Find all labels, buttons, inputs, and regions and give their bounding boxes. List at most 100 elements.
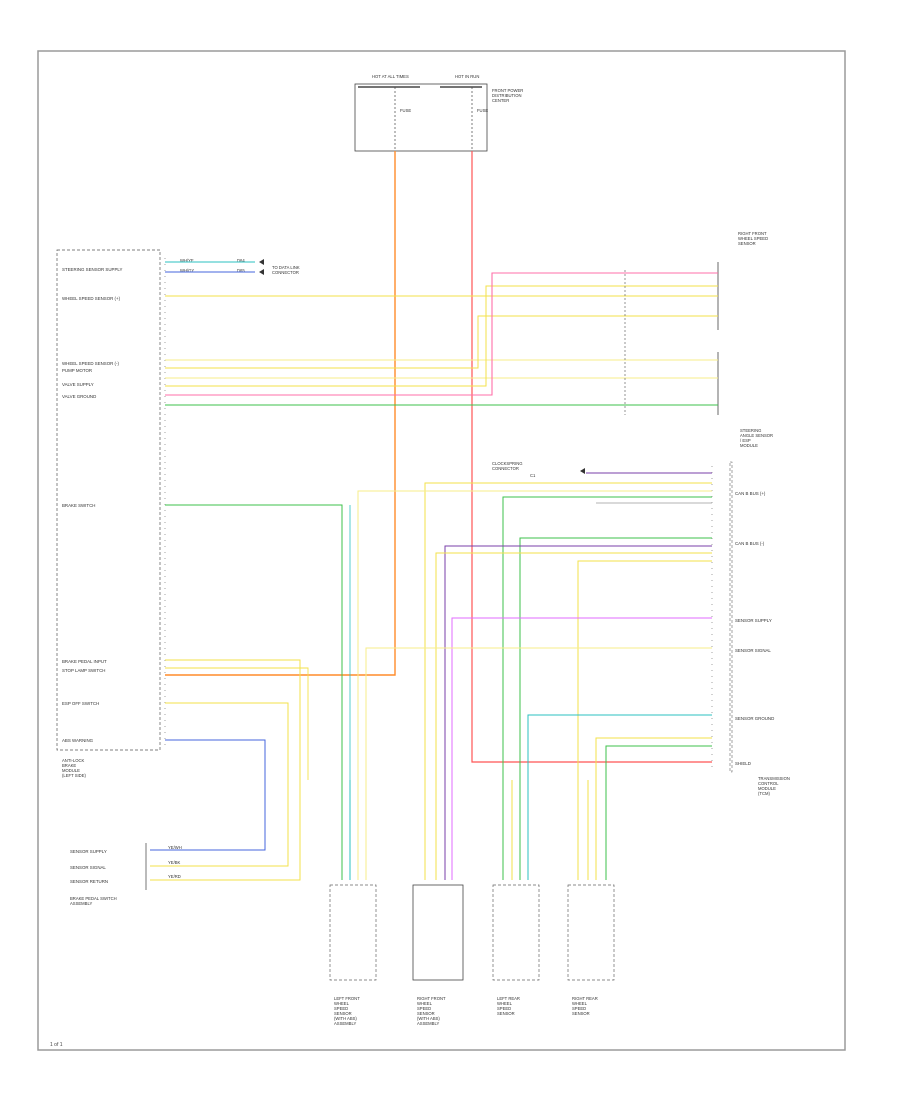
left-pin-label-10: ESP OFF SWITCH bbox=[62, 701, 99, 706]
bottom-sensor-2-name-4: SENSOR bbox=[417, 1011, 435, 1016]
bottom-sensor-3-name-1: LEFT REAR bbox=[497, 996, 520, 1001]
wire-rm-7 bbox=[444, 545, 712, 780]
wire-rm-9 bbox=[577, 560, 712, 780]
bottom-sensor-3-name-3: SPEED bbox=[497, 1006, 511, 1011]
right-front-sensor-name-2: WHEEL SPEED bbox=[738, 236, 768, 241]
left-bottom-module-name-2: ASSEMBLY bbox=[70, 901, 92, 906]
right-pin-label-6: SHIELD bbox=[735, 761, 751, 766]
lower-right-module-name-2: CONTROL bbox=[758, 781, 779, 786]
left-pin-label-3: WHEEL SPEED SENSOR (-) bbox=[62, 361, 119, 366]
center-connector: CLOCKSPRING CONNECTOR C1 bbox=[492, 461, 585, 478]
left-pin-label-1: STEERING SENSOR SUPPLY bbox=[62, 267, 122, 272]
right-front-sensor-name-1: RIGHT FRONT bbox=[738, 231, 767, 236]
right-pin-label-3: SENSOR SUPPLY bbox=[735, 618, 772, 623]
bottom-sensor-4-name-2: WHEEL bbox=[572, 1001, 588, 1006]
bottom-sensor-4-name-3: SPEED bbox=[572, 1006, 586, 1011]
wire-wss-minus-2 bbox=[165, 285, 718, 387]
bottom-sensor-1-name-4: SENSOR bbox=[334, 1011, 352, 1016]
right-module: STEERING ANGLE SENSOR / ESP MODULE CAN B… bbox=[711, 428, 774, 773]
bottom-sensor-1-box bbox=[329, 884, 377, 981]
fuse-box-location-3: CENTER bbox=[492, 98, 509, 103]
left-pin-label-8: BRAKE PEDAL INPUT bbox=[62, 659, 107, 664]
left-module-outline bbox=[56, 249, 161, 751]
bottom-sensor-3: LEFT REAR WHEEL SPEED SENSOR bbox=[492, 884, 540, 1016]
right-front-sensor: RIGHT FRONT WHEEL SPEED SENSOR bbox=[717, 231, 768, 415]
wire-fuse1-feed bbox=[165, 151, 396, 676]
lower-right-module-name-3: MODULE bbox=[758, 786, 776, 791]
bottom-sensor-2-name-6: ASSEMBLY bbox=[417, 1021, 439, 1026]
left-pin-label-2: WHEEL SPEED SENSOR (+) bbox=[62, 296, 121, 301]
lower-right-module-name-4: (TCM) bbox=[758, 791, 770, 796]
gateway-to-label-1: TO DATA LINK bbox=[272, 265, 300, 270]
bottom-sensor-4-box bbox=[567, 884, 615, 981]
gateway-wire-code-1: WH/YE bbox=[180, 258, 194, 263]
fuse-box-header-1: HOT AT ALL TIMES bbox=[372, 74, 409, 79]
left-pin-label-4: PUMP MOTOR bbox=[62, 368, 92, 373]
wire-rm-2 bbox=[424, 482, 712, 780]
gateway-circuit-2: D65 bbox=[237, 268, 245, 273]
left-bottom-pin-label-2: SENSOR SIGNAL bbox=[70, 865, 106, 870]
bottom-sensor-3-box bbox=[492, 884, 540, 981]
wire-pump-motor bbox=[165, 272, 718, 396]
left-module-name-4: (LEFT SIDE) bbox=[62, 773, 86, 778]
fuse-box: HOT AT ALL TIMES HOT IN RUN FUSE FUSE FR… bbox=[354, 74, 523, 152]
fuse-box-header-2: HOT IN RUN bbox=[455, 74, 479, 79]
fuse-box-outline bbox=[354, 83, 488, 152]
wire-rm-4 bbox=[502, 496, 712, 780]
right-module-name-1: STEERING bbox=[740, 428, 761, 433]
left-pin-label-7: BRAKE SWITCH bbox=[62, 503, 95, 508]
wire-rm-3 bbox=[357, 490, 712, 780]
page-frame bbox=[37, 50, 846, 1051]
left-bottom-wire-code-3: YE/RD bbox=[168, 874, 181, 879]
bottom-sensor-2-name-1: RIGHT FRONT bbox=[417, 996, 446, 1001]
right-module-name-3: / ESP bbox=[740, 438, 751, 443]
right-module-outline bbox=[729, 461, 733, 773]
wire-rm-8 bbox=[435, 552, 712, 780]
bottom-sensor-2-name-5: (WITH ABS) bbox=[417, 1016, 440, 1021]
left-bottom-pin-label-3: SENSOR RETURN bbox=[70, 879, 108, 884]
bottom-sensor-1: LEFT FRONT WHEEL SPEED SENSOR (WITH ABS)… bbox=[329, 884, 377, 1026]
wire-esp-off bbox=[150, 702, 289, 867]
fuse-2-label: FUSE bbox=[477, 108, 488, 113]
fuse-box-location-2: DISTRIBUTION bbox=[492, 93, 522, 98]
bottom-sensor-4-name-1: RIGHT REAR bbox=[572, 996, 598, 1001]
wire-rm-10 bbox=[451, 617, 712, 780]
gateway-wire-code-2: WH/GY bbox=[180, 268, 194, 273]
left-module: STEERING SENSOR SUPPLY WHEEL SPEED SENSO… bbox=[56, 249, 166, 778]
center-connector-name-3: C1 bbox=[530, 473, 536, 478]
center-connector-name-2: CONNECTOR bbox=[492, 466, 519, 471]
gateway-arrow-1 bbox=[259, 259, 264, 265]
wire-brake-pedal bbox=[150, 659, 301, 881]
left-bottom-module: SENSOR SUPPLY SENSOR SIGNAL SENSOR RETUR… bbox=[70, 843, 182, 906]
lower-right-module-name-1: TRANSMISSION bbox=[758, 776, 790, 781]
right-front-sensor-name-3: SENSOR bbox=[738, 241, 756, 246]
wire-abs-warning bbox=[150, 739, 266, 851]
wire-stop-lamp bbox=[165, 667, 309, 780]
left-pin-label-9: STOP LAMP SWITCH bbox=[62, 668, 105, 673]
bottom-sensor-2: RIGHT FRONT WHEEL SPEED SENSOR (WITH ABS… bbox=[412, 884, 464, 1026]
center-connector-name-1: CLOCKSPRING bbox=[492, 461, 522, 466]
left-pin-label-11: ABS WARNING bbox=[62, 738, 94, 743]
right-pin-label-5: SENSOR GROUND bbox=[735, 716, 774, 721]
bottom-sensor-1-name-2: WHEEL bbox=[334, 1001, 350, 1006]
left-module-name-3: MODULE bbox=[62, 768, 80, 773]
bottom-sensor-1-name-5: (WITH ABS) bbox=[334, 1016, 357, 1021]
page-number: 1 of 1 bbox=[50, 1042, 63, 1048]
bottom-sensor-4: RIGHT REAR WHEEL SPEED SENSOR bbox=[567, 884, 615, 1016]
bottom-sensor-4-name-4: SENSOR bbox=[572, 1011, 590, 1016]
left-pin-label-5: VALVE SUPPLY bbox=[62, 382, 94, 387]
fuse-box-location-1: FRONT POWER bbox=[492, 88, 523, 93]
wire-wss-plus-2 bbox=[165, 315, 718, 369]
left-pin-label-6: VALVE GROUND bbox=[62, 394, 96, 399]
wire-rm-11 bbox=[365, 647, 712, 780]
bottom-sensor-1-name-6: ASSEMBLY bbox=[334, 1021, 356, 1026]
wire-brake-switch bbox=[165, 504, 343, 780]
wire-rm-12 bbox=[527, 714, 712, 780]
gateway-circuit-1: D64 bbox=[237, 258, 245, 263]
lower-right-module: TRANSMISSION CONTROL MODULE (TCM) bbox=[758, 776, 790, 796]
bottom-sensor-1-name-3: SPEED bbox=[334, 1006, 348, 1011]
gateway-connector: WH/YE WH/GY D64 D65 TO DATA LINK CONNECT… bbox=[180, 258, 300, 275]
right-module-name-4: MODULE bbox=[740, 443, 758, 448]
left-bottom-wire-code-2: YE/BK bbox=[168, 860, 181, 865]
